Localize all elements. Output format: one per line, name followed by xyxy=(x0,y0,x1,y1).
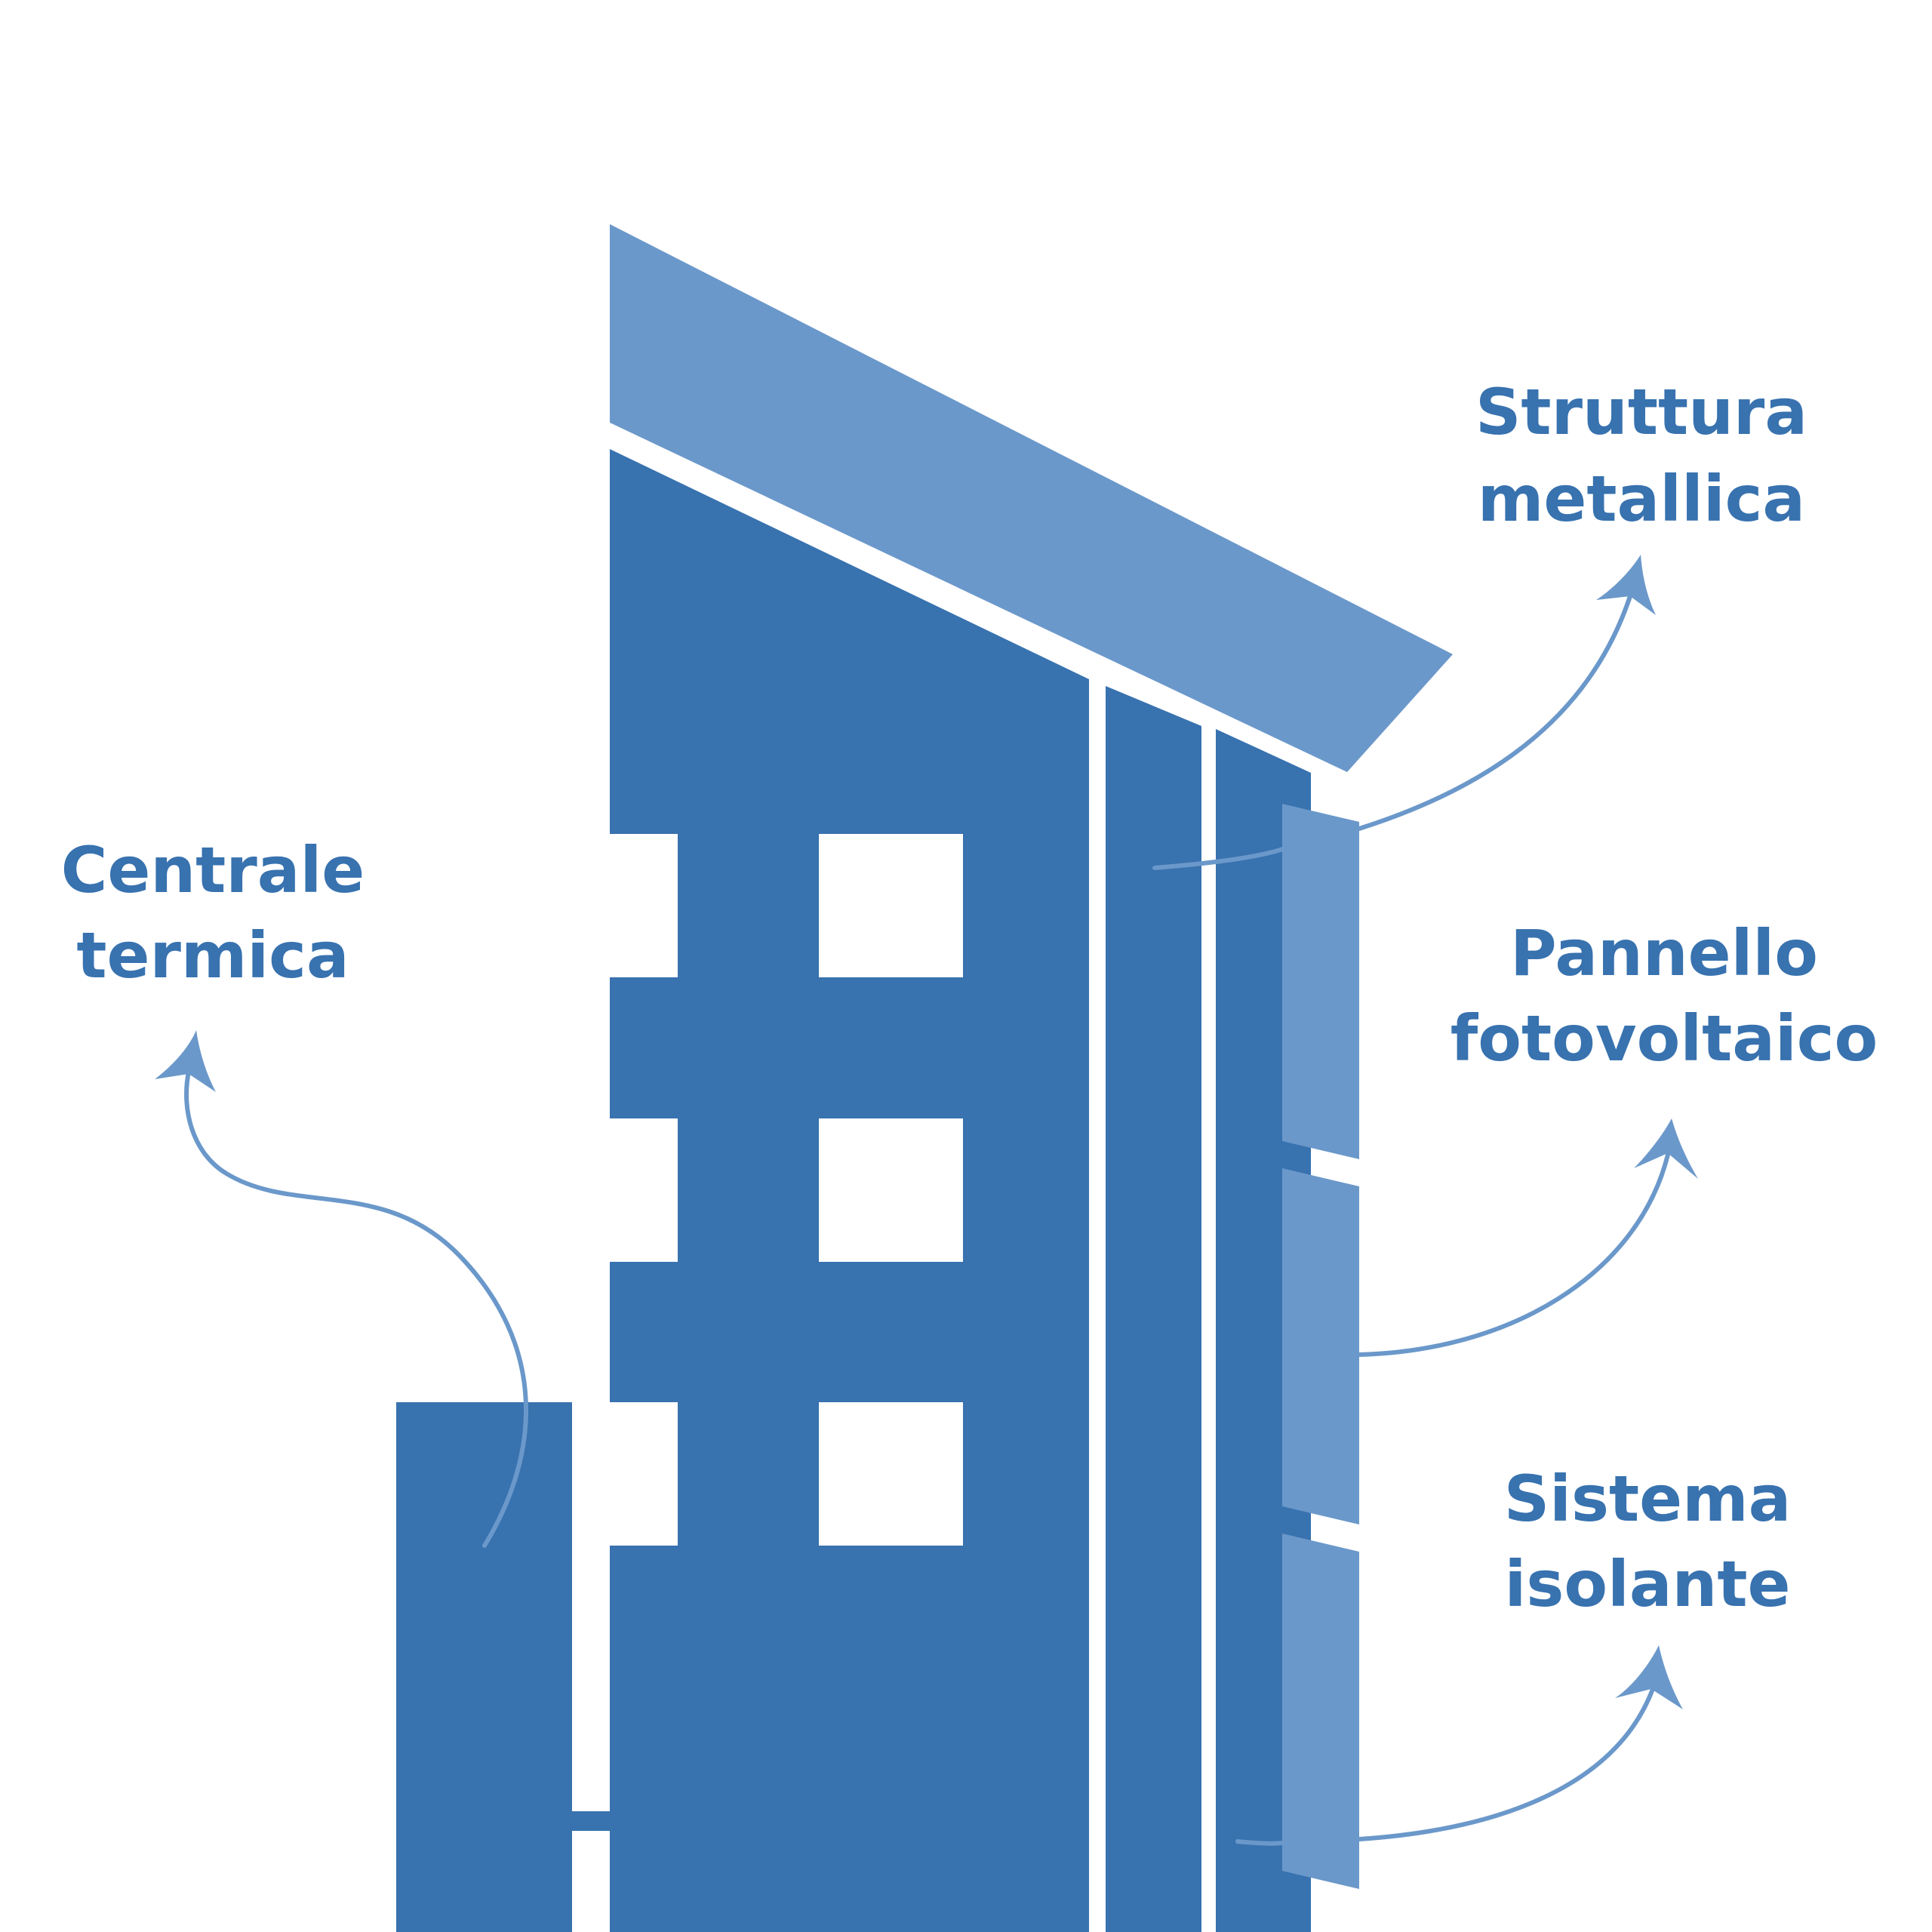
window xyxy=(819,834,963,977)
label-pannello-fotovoltaico-line2: fotovoltaico xyxy=(1451,1001,1878,1075)
label-centrale-termica-line2: termica xyxy=(76,918,349,992)
photovoltaic-panel xyxy=(1282,804,1359,1159)
connector-line-pannello-fotovoltaico xyxy=(1357,1152,1670,1357)
connector-block xyxy=(572,1811,610,1831)
arrowhead-sistema-isolante xyxy=(1615,1645,1683,1709)
connector-line-struttura-metallica xyxy=(1152,594,1632,870)
label-sistema-isolante-line1: Sistema xyxy=(1504,1462,1792,1536)
thermal-plant-block xyxy=(396,1402,572,1932)
label-struttura-metallica-line1: Struttura xyxy=(1475,375,1807,449)
arrowhead-pannello-fotovoltaico xyxy=(1634,1118,1698,1179)
arrowhead-struttura-metallica xyxy=(1596,555,1656,615)
connector-line-centrale-termica xyxy=(184,1069,529,1548)
label-pannello-fotovoltaico-line1: Pannello xyxy=(1510,916,1818,990)
window xyxy=(610,1402,678,1546)
arrowhead-centrale-termica xyxy=(155,1030,216,1092)
insulating-panel xyxy=(1282,1534,1359,1889)
window xyxy=(610,834,678,977)
facade-column-left xyxy=(1106,686,1201,1932)
label-struttura-metallica-line2: metallica xyxy=(1478,462,1805,536)
photovoltaic-panel xyxy=(1282,1168,1359,1524)
window xyxy=(819,1402,963,1546)
connector-line-sistema-isolante xyxy=(1235,1687,1655,1846)
roof-slab xyxy=(610,224,1453,772)
window xyxy=(819,1118,963,1262)
label-centrale-termica-line1: Centrale xyxy=(61,833,365,907)
window xyxy=(610,1118,678,1262)
label-sistema-isolante-line2: isolante xyxy=(1505,1547,1791,1621)
